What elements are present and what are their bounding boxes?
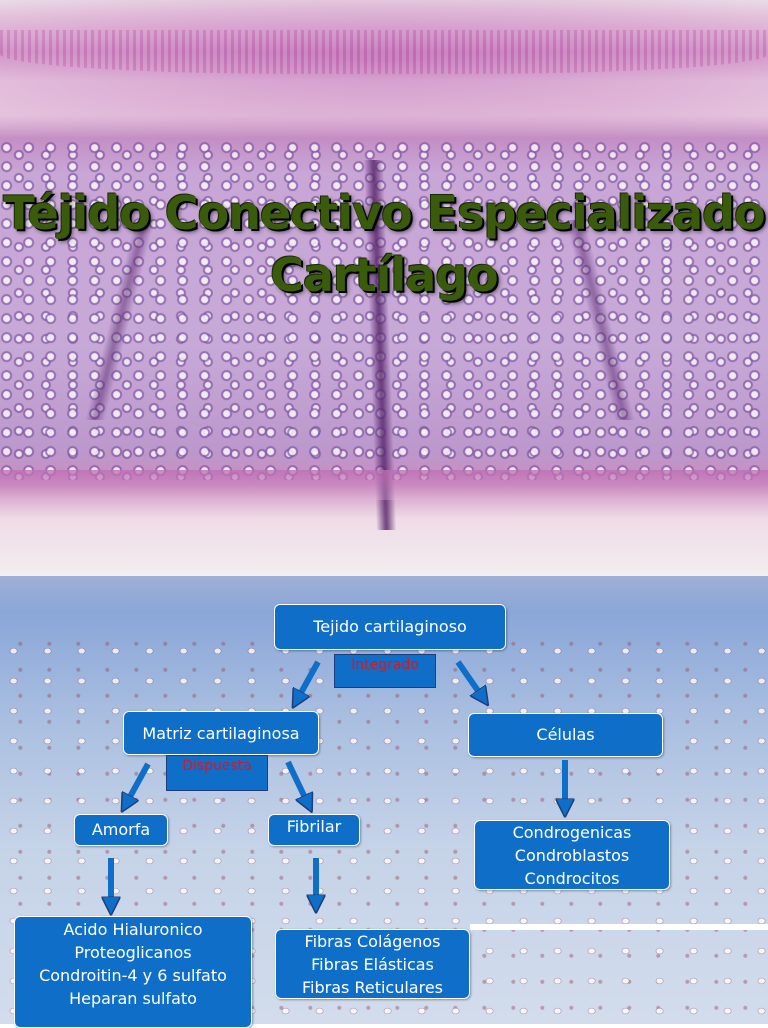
- list-item: Condroblastos: [514, 845, 630, 865]
- list-item: Fibras Colágenos: [304, 931, 441, 951]
- node-matriz-cartilaginosa: Matriz cartilaginosa: [123, 711, 319, 755]
- node-label: Tejido cartilaginoso: [313, 617, 467, 636]
- node-label: Células: [536, 725, 595, 744]
- link-text: Dispuesta: [182, 758, 252, 774]
- node-amorfa: Amorfa: [74, 814, 168, 846]
- list-item: Condrogenicas: [512, 822, 632, 842]
- list-item: Condrocitos: [524, 868, 620, 888]
- list-item: Fibras Elásticas: [311, 954, 434, 974]
- histology-photo-top: [0, 0, 768, 576]
- node-tejido-cartilaginoso: Tejido cartilaginoso: [274, 604, 506, 650]
- slide-title-line-2: Cartílago: [270, 248, 499, 302]
- link-text: Integrado: [351, 657, 419, 673]
- node-fibrilar: Fibrilar: [268, 814, 360, 846]
- node-label: Matriz cartilaginosa: [142, 723, 300, 743]
- link-label-dispuesta: Dispuesta: [166, 755, 268, 791]
- list-item: Fibras Reticulares: [302, 977, 443, 997]
- link-label-integrado: Integrado: [334, 654, 436, 688]
- image-strip-white: [470, 924, 768, 930]
- node-label: Fibrilar: [286, 817, 342, 836]
- epithelium-layer: [0, 30, 768, 74]
- node-label: Amorfa: [91, 820, 151, 839]
- perichondrium-layer: [0, 470, 768, 500]
- list-item: Heparan sulfato: [69, 989, 197, 1008]
- list-item: Condroitin-4 y 6 sulfato: [39, 966, 227, 985]
- node-celulas: Células: [468, 713, 663, 757]
- slide-title-line-1: Téjido Conectivo Especializado: [3, 186, 765, 240]
- list-item: Proteoglicanos: [74, 943, 192, 962]
- list-item: Acido Hialuronico: [63, 920, 203, 939]
